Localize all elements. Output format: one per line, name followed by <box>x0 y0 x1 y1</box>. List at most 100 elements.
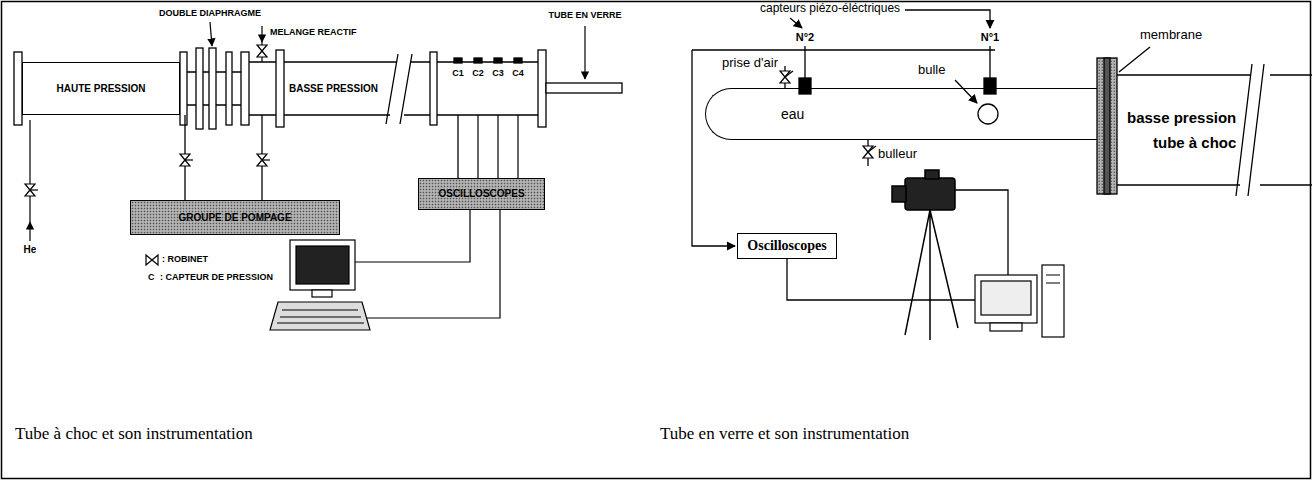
valve-symbol <box>185 159 193 160</box>
pump-box: GROUPE DE POMPAGE <box>130 200 340 235</box>
glass-tube-drawing <box>1119 47 1150 72</box>
shock-tube-drawing <box>196 48 203 129</box>
legend-entry: : ROBINET <box>162 254 208 264</box>
valve-symbol <box>30 189 38 190</box>
node-text: Oscilloscopes <box>747 238 826 254</box>
part-label: prise d'air <box>722 56 778 71</box>
sensor-wire <box>478 115 518 178</box>
shock-tube-end: basse pression tube à choc <box>1117 76 1246 184</box>
sensor-wire <box>355 210 500 318</box>
sensor-label: C3 <box>492 68 504 78</box>
caption: Tube à choc et son instrumentation <box>15 424 253 444</box>
glass-tube-drawing <box>955 190 1008 275</box>
leader-arrow <box>30 22 585 241</box>
node-text: BASSE PRESSION <box>289 83 378 95</box>
part-label: TUBE EN VERRE <box>548 10 621 20</box>
leader-arrow <box>29 120 30 222</box>
oscilloscope-box: OSCILLOSCOPES <box>418 178 545 210</box>
glass-tube-drawing <box>1097 58 1117 194</box>
valve-symbol <box>146 255 158 265</box>
sensor-wire <box>355 115 518 318</box>
sensor-label: N°2 <box>796 31 814 44</box>
caption: Tube en verre et son instrumentation <box>660 424 909 444</box>
shock-tube-drawing <box>249 62 540 115</box>
glass-tube-drawing <box>905 10 990 28</box>
glass-tube-drawing <box>955 80 977 103</box>
part-label: bulle <box>918 63 945 78</box>
sensor-label: C1 <box>452 68 464 78</box>
glass-tube: eau <box>705 88 1097 140</box>
shock-tube-drawing <box>430 52 437 125</box>
glass-tube-drawing <box>978 104 998 124</box>
computer-icon <box>296 246 349 284</box>
shock-tube-drawing <box>209 48 216 129</box>
part-label: bulleur <box>878 147 917 162</box>
sensor-label: C2 <box>472 68 484 78</box>
leader-arrow <box>261 26 262 42</box>
node-text: eau <box>781 106 804 122</box>
computer-icon <box>270 240 370 330</box>
glass-tube-drawing <box>1117 75 1312 185</box>
legend-entry: : CAPTEUR DE PRESSION <box>160 272 273 282</box>
computer-icon <box>290 240 355 290</box>
sensor-label: C4 <box>512 68 524 78</box>
legend-symbol: C <box>148 272 155 282</box>
valve-symbol <box>785 71 793 77</box>
glass-tube-drawing <box>1104 58 1110 194</box>
node-text: OSCILLOSCOPES <box>438 188 524 200</box>
part-label: DOUBLE DIAPHRAGME <box>159 8 261 18</box>
valve-symbol <box>257 45 267 57</box>
shock-tube-drawing <box>454 58 462 63</box>
shock-tube-drawing <box>474 58 482 63</box>
computer-icon <box>975 275 1037 323</box>
computer-icon <box>312 290 332 297</box>
sensor-wire <box>457 115 458 178</box>
shock-tube-drawing <box>180 52 187 125</box>
computer-icon <box>990 323 1022 331</box>
computer-icon <box>1042 265 1064 337</box>
leader-arrow <box>210 22 212 46</box>
part-label: MELANGE REACTIF <box>270 27 357 37</box>
node-text: HAUTE PRESSION <box>57 83 146 95</box>
camera-tripod <box>905 210 958 340</box>
shock-tube-drawing <box>226 52 232 125</box>
high-pressure-tube: HAUTE PRESSION <box>22 62 180 115</box>
shock-tube-drawing <box>538 50 546 127</box>
valve-symbol <box>868 146 876 152</box>
shock-tube-drawing <box>514 58 522 63</box>
computer-icon <box>277 310 364 323</box>
sensor-label: N°1 <box>981 31 999 44</box>
node-text: tube à choc <box>1153 134 1236 151</box>
glass-tube-drawing <box>692 10 1312 300</box>
camera-tripod <box>892 170 958 340</box>
part-label: membrane <box>1140 28 1202 43</box>
camera-tripod <box>892 186 906 202</box>
camera-tripod <box>905 178 955 210</box>
oscilloscope-box: Oscilloscopes <box>737 233 837 259</box>
shock-tube-drawing <box>14 48 622 129</box>
shock-tube-drawing <box>276 50 284 127</box>
shock-tube-drawing <box>14 52 22 125</box>
gas-label: He <box>24 244 37 256</box>
glass-tube-drawing <box>984 78 996 94</box>
leader-arrow <box>29 222 30 241</box>
glass-tube-drawing <box>1236 64 1264 196</box>
shock-tube-drawing <box>494 58 502 63</box>
valve-symbol <box>262 159 270 160</box>
camera-tripod <box>925 170 939 179</box>
node-text: basse pression <box>1127 109 1236 126</box>
computer-icon <box>270 302 370 330</box>
shock-tube-drawing <box>386 54 412 124</box>
glass-tube-drawing <box>799 78 811 94</box>
glass-tube-drawing <box>692 50 735 246</box>
computer-icon <box>1046 275 1060 283</box>
computer-icon <box>975 265 1064 337</box>
valve-symbol <box>25 45 876 265</box>
shock-tube-drawing <box>241 52 249 125</box>
glass-tube-drawing <box>692 46 995 80</box>
part-label: capteurs piézo-éléctriques <box>760 2 900 16</box>
node-text: GROUPE DE POMPAGE <box>178 212 291 224</box>
computer-icon <box>981 281 1031 315</box>
leader-arrow <box>584 26 585 79</box>
